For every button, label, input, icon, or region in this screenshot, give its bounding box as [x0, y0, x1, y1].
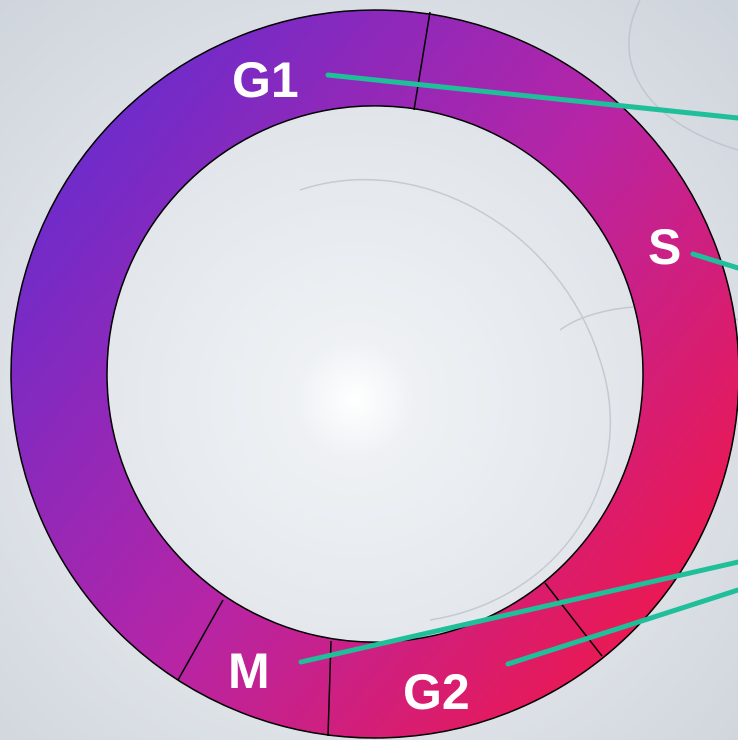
leader-line-g2: [505, 587, 738, 667]
leader-line-g1: [325, 72, 738, 121]
leader-line-m: [298, 559, 738, 665]
divider-s-g2: [544, 582, 603, 657]
phase-label-g2: G2: [403, 664, 470, 720]
phase-label-m: M: [228, 643, 270, 699]
divider-m-g1: [177, 599, 224, 681]
background-cell-outline: [628, 0, 738, 151]
background-cell-outline: [299, 178, 612, 621]
leader-lines: [298, 72, 738, 667]
divider-g1-s: [413, 11, 431, 111]
phase-label-g1: G1: [232, 52, 299, 108]
cell-cycle-ring: [10, 9, 738, 739]
leader-line-s: [690, 251, 738, 271]
phase-label-s: S: [648, 219, 681, 275]
